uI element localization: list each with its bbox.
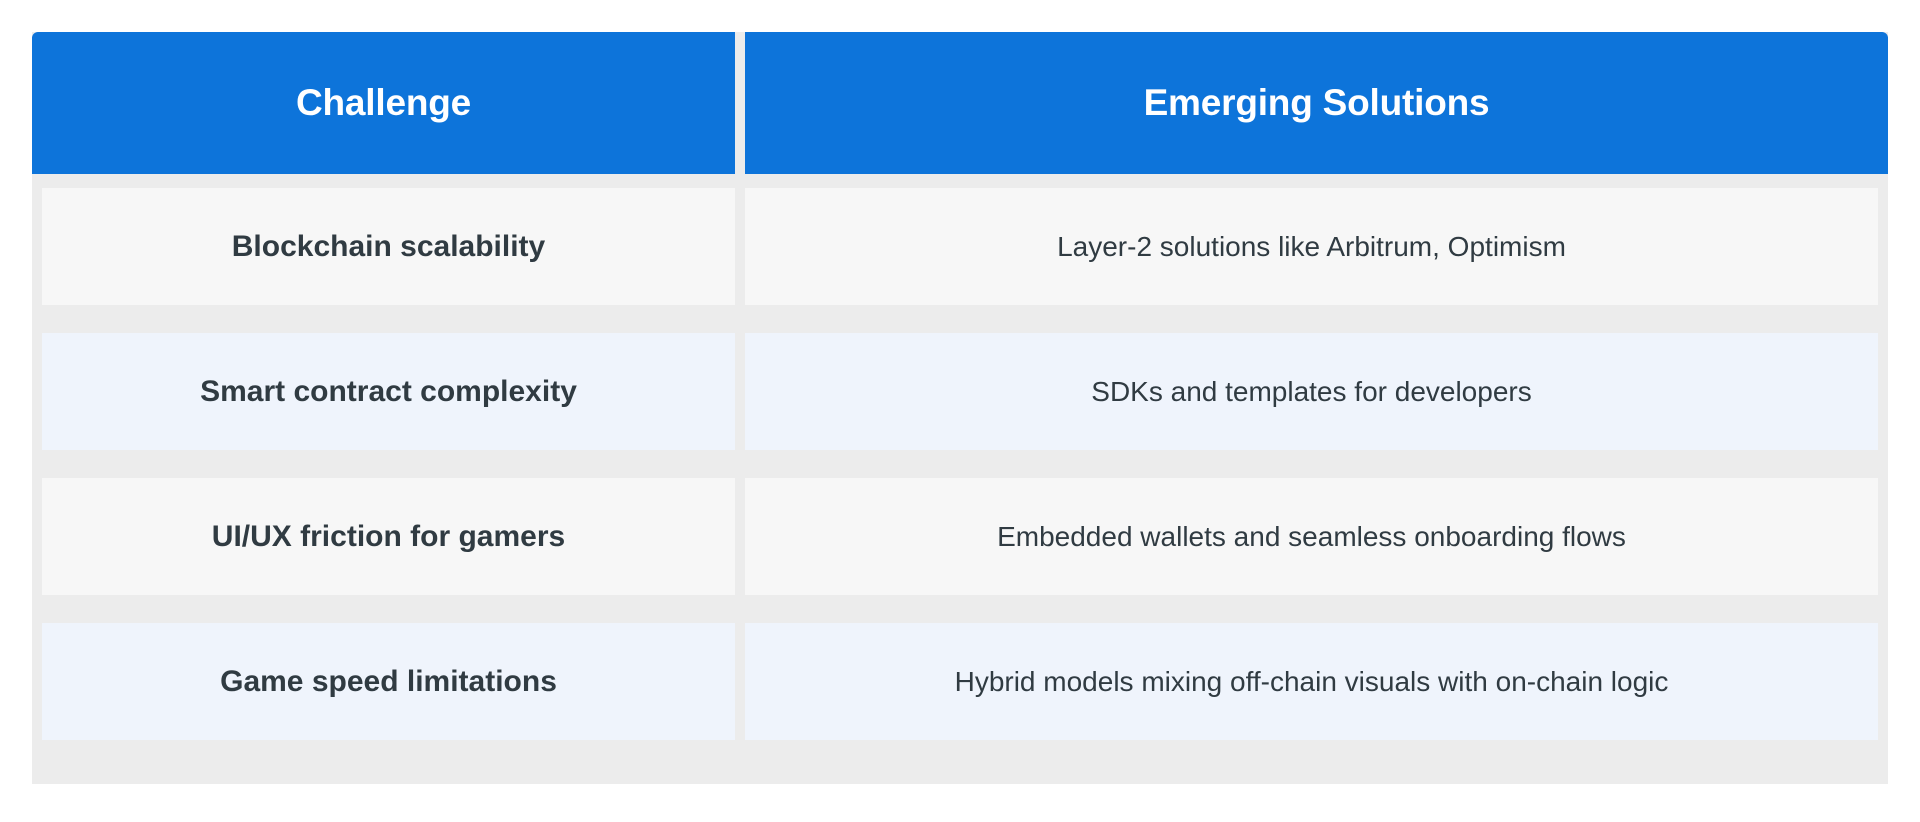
cell-challenge: Game speed limitations (42, 623, 735, 740)
cell-solution: Embedded wallets and seamless onboarding… (745, 478, 1878, 595)
table-row: UI/UX friction for gamers Embedded walle… (32, 464, 1888, 609)
table-row: Smart contract complexity SDKs and templ… (32, 319, 1888, 464)
table-body: Blockchain scalability Layer-2 solutions… (32, 174, 1888, 784)
cell-challenge: Blockchain scalability (42, 188, 735, 305)
table-header-row: Challenge Emerging Solutions (32, 32, 1888, 174)
column-header-emerging-solutions: Emerging Solutions (745, 32, 1888, 174)
cell-solution: SDKs and templates for developers (745, 333, 1878, 450)
column-header-challenge: Challenge (32, 32, 735, 174)
cell-solution: Hybrid models mixing off-chain visuals w… (745, 623, 1878, 740)
cell-solution: Layer-2 solutions like Arbitrum, Optimis… (745, 188, 1878, 305)
table-row: Game speed limitations Hybrid models mix… (32, 609, 1888, 754)
cell-challenge: UI/UX friction for gamers (42, 478, 735, 595)
challenges-solutions-table: Challenge Emerging Solutions Blockchain … (32, 32, 1888, 784)
table-row: Blockchain scalability Layer-2 solutions… (32, 174, 1888, 319)
cell-challenge: Smart contract complexity (42, 333, 735, 450)
